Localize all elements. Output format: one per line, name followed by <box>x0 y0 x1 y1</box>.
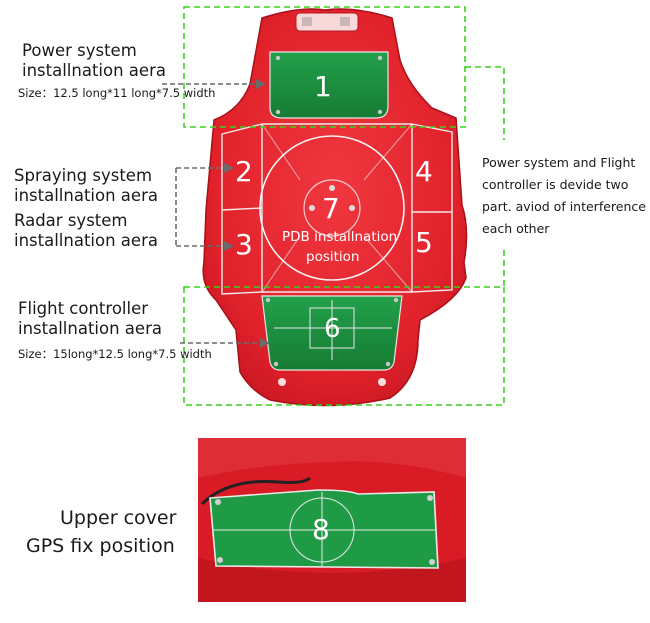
gps-cover-photo <box>198 438 466 602</box>
compartment-right-outline <box>411 123 453 293</box>
zone-8-label: 8 <box>312 513 330 546</box>
gps-cable <box>200 476 311 506</box>
zone-3-label: 3 <box>235 228 253 261</box>
gps-fix-label: GPS fix position <box>26 535 175 557</box>
zone-6-label: 6 <box>324 314 341 344</box>
zone-1-label: 1 <box>314 70 332 103</box>
power-system-label: Power system installnation aera <box>22 41 166 80</box>
connector-bracket <box>465 66 505 287</box>
pdb-label-line1: PDB installnation <box>282 229 398 245</box>
zone-7-label: 7 <box>322 192 340 225</box>
flight-controller-label: Flight controller installnation aera <box>18 299 162 338</box>
zone-2-label: 2 <box>235 155 253 188</box>
power-board <box>269 51 389 119</box>
spray-radar-bracket <box>175 167 226 247</box>
flight-zone-box <box>183 286 505 406</box>
upper-cover-label: Upper cover <box>60 507 177 529</box>
spraying-system-label: Spraying system installnation aera <box>14 166 158 205</box>
separation-note: Power system and Flight controller is de… <box>482 155 646 236</box>
pdb-circle <box>259 135 405 281</box>
zone-5-label: 5 <box>415 226 433 259</box>
pdb-label-line2: position <box>306 249 360 265</box>
power-size-label: Size：12.5 long*11 long*7.5 width <box>18 86 216 100</box>
radar-system-label: Radar system installnation aera <box>14 211 158 250</box>
zone-4-label: 4 <box>415 155 433 188</box>
flight-size-label: Size：15long*12.5 long*7.5 width <box>18 347 212 361</box>
